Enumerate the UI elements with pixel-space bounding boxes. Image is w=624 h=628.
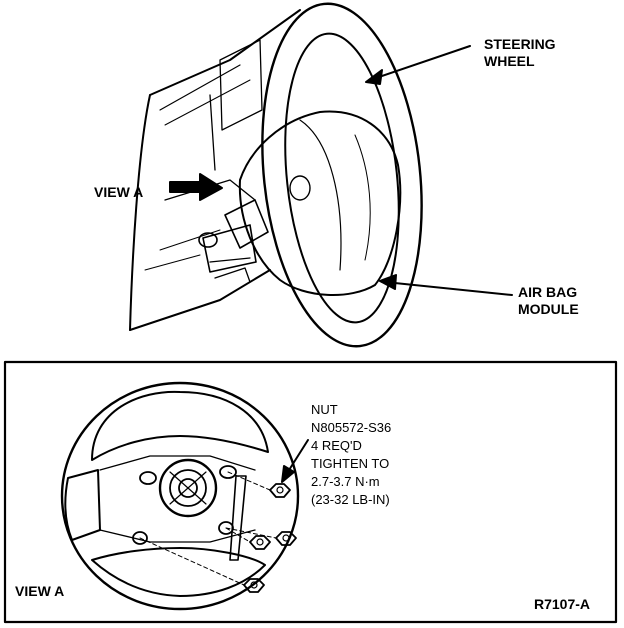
- nut-icon: [249, 535, 271, 550]
- view-a-wheel: [60, 381, 300, 611]
- dashboard-illustration: [129, 2, 423, 348]
- nut-callout-line-1: NUT: [311, 402, 338, 417]
- nut-icon: [269, 483, 291, 498]
- steering-wheel-line-2: WHEEL: [484, 53, 535, 69]
- air-bag-line-1: AIR BAG: [518, 284, 578, 300]
- nut-callout-line-4: TIGHTEN TO: [311, 456, 390, 471]
- view-a-bottom-label: VIEW A: [15, 583, 65, 599]
- nut-callout-label: NUT N805572-S36 4 REQ'D TIGHTEN TO 2.7-3…: [311, 401, 391, 509]
- air-bag-module-label: AIR BAG MODULE: [518, 284, 579, 318]
- air-bag-leader: [384, 281, 513, 296]
- steering-wheel-line-1: STEERING: [484, 36, 556, 52]
- view-a-frame: [3, 360, 618, 624]
- view-a-arrow: [169, 173, 223, 201]
- steering-wheel-label: STEERING WHEEL: [484, 36, 556, 70]
- figure-id: R7107-A: [534, 596, 591, 612]
- nut-callout-line-5: 2.7-3.7 N·m: [311, 474, 380, 489]
- nut-callout-line-6: (23-32 LB-IN): [311, 492, 390, 507]
- steering-wheel-arrowhead: [365, 69, 383, 85]
- nut-icon: [275, 531, 297, 546]
- nut-callout-line-2: N805572-S36: [311, 420, 392, 435]
- steering-wheel-leader: [369, 45, 471, 81]
- air-bag-line-2: MODULE: [518, 301, 579, 317]
- nut-icon: [243, 578, 265, 593]
- nut-callout-line-3: 4 REQ'D: [311, 438, 362, 453]
- view-a-top-label: VIEW A: [94, 184, 144, 200]
- nut-centerlines: [139, 471, 277, 586]
- air-bag-arrowhead: [379, 274, 397, 290]
- nut-arrowhead: [281, 465, 295, 483]
